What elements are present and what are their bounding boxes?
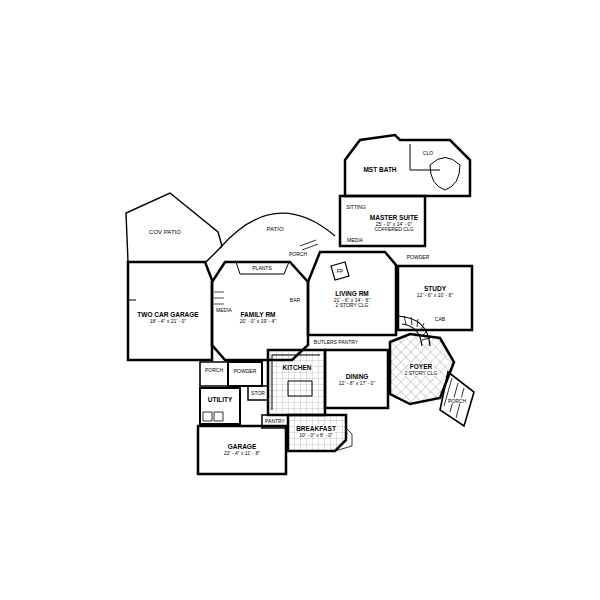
room-name: MST BATH bbox=[362, 167, 397, 174]
plan-label: PANTRY bbox=[264, 419, 286, 424]
plants-bay bbox=[236, 262, 289, 274]
living-wall bbox=[308, 252, 396, 335]
plan-label: SITTING bbox=[345, 205, 367, 210]
room-label: DINING12' - 8" x 17' - 0" bbox=[338, 374, 376, 386]
patio-arc bbox=[220, 213, 335, 248]
stair-steps bbox=[404, 316, 430, 340]
bath-wall bbox=[345, 135, 470, 196]
study-wall bbox=[398, 266, 472, 330]
breakfast-wall bbox=[288, 415, 346, 451]
room-label: BREAKFAST10' - 0" x 8' - 0" bbox=[295, 426, 337, 438]
room-label: FOYER2 STORY CLG bbox=[404, 364, 439, 376]
plan-label: CAB bbox=[434, 317, 446, 322]
plan-label: PLANTS bbox=[251, 266, 272, 271]
room-note: 22' - 4" x 11' - 8" bbox=[223, 451, 261, 456]
stair-curve-inner bbox=[402, 324, 422, 346]
dining-wall bbox=[325, 350, 388, 408]
room-note: COFFERED CLG bbox=[369, 227, 419, 232]
plan-label: MEDIA bbox=[215, 308, 233, 313]
plan-label: PORCH bbox=[204, 368, 224, 373]
plan-label: PORCH bbox=[288, 252, 308, 257]
room-label: GARAGE22' - 4" x 11' - 8" bbox=[223, 444, 261, 456]
cov-patio-outline bbox=[126, 193, 222, 262]
room-note: 18' - 4" x 21' - 0" bbox=[136, 319, 199, 324]
room-name: KITCHEN bbox=[282, 365, 313, 372]
utility-wall bbox=[200, 388, 240, 424]
family-wall bbox=[212, 262, 308, 360]
family-steps bbox=[214, 292, 224, 304]
two-car-garage-wall bbox=[128, 262, 212, 360]
bath-tub bbox=[430, 158, 460, 191]
fireplace bbox=[331, 262, 349, 280]
garage-wall bbox=[198, 426, 286, 474]
kitchen-counter bbox=[272, 355, 320, 410]
plan-label: PORCH bbox=[447, 399, 467, 404]
room-note: 20' - 0" x 19' - 4" bbox=[239, 319, 277, 324]
plan-label: POWDER bbox=[406, 255, 431, 260]
porch-steps bbox=[300, 240, 318, 250]
stor-wall bbox=[248, 386, 268, 400]
room-label: KITCHEN bbox=[282, 365, 313, 372]
plan-label: CLO bbox=[422, 151, 434, 156]
room-note: 12' - 8" x 17' - 0" bbox=[338, 381, 376, 386]
master-wall bbox=[340, 196, 425, 246]
front-porch bbox=[440, 372, 474, 426]
room-label: TWO CAR GARAGE18' - 4" x 21' - 0" bbox=[136, 312, 199, 324]
kitchen-wall bbox=[268, 350, 325, 415]
kitchen-tile bbox=[270, 352, 325, 414]
stair-curve-outer bbox=[398, 316, 430, 346]
room-label: LIVING RM21' - 6" x 14' - 6"2 STORY CLG bbox=[333, 291, 371, 308]
room-label: STUDY12' - 6" x 10' - 8" bbox=[416, 286, 454, 298]
kitchen-island bbox=[288, 381, 312, 396]
room-label: MASTER SUITE25' - 0" x 14' - 0"COFFERED … bbox=[369, 215, 419, 232]
plan-label: PATIO bbox=[265, 226, 284, 232]
plan-label: POWDER bbox=[233, 369, 258, 374]
room-name: UTILITY bbox=[207, 397, 234, 404]
room-note: 12' - 6" x 10' - 8" bbox=[416, 293, 454, 298]
powder-wall bbox=[228, 362, 262, 386]
plan-label: COV PATIO bbox=[148, 229, 182, 235]
room-label: MST BATH bbox=[362, 167, 397, 174]
plan-label: BAR bbox=[289, 298, 301, 303]
plan-label: MEDIA bbox=[346, 238, 364, 243]
breakfast-tile bbox=[288, 417, 345, 450]
room-note: 2 STORY CLG bbox=[333, 303, 371, 308]
bath-closet bbox=[410, 144, 440, 170]
room-note: 10' - 0" x 8' - 0" bbox=[295, 433, 337, 438]
utility-appliances bbox=[203, 412, 223, 421]
room-label: UTILITY bbox=[207, 397, 234, 404]
plan-label: FP bbox=[336, 269, 344, 274]
plan-label: BUTLERS PANTRY bbox=[313, 340, 359, 345]
room-label: FAMILY RM20' - 0" x 19' - 4" bbox=[239, 312, 277, 324]
room-note: 2 STORY CLG bbox=[404, 371, 439, 376]
breakfast-bay bbox=[335, 428, 352, 451]
plan-label: STOR bbox=[250, 391, 266, 396]
side-porch bbox=[200, 362, 228, 386]
garage-door bbox=[128, 300, 136, 301]
